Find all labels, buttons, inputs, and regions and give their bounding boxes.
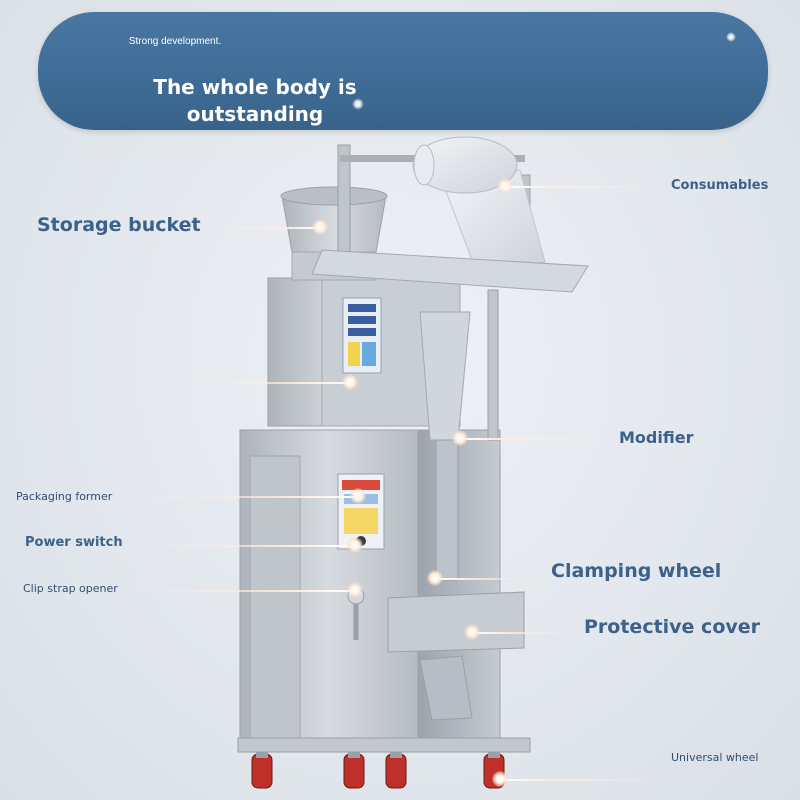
hotspot-icon bbox=[497, 178, 513, 194]
label-clip-strap-opener: Clip strap opener bbox=[23, 582, 118, 595]
leader-line bbox=[130, 545, 355, 547]
hotspot-icon bbox=[492, 771, 508, 787]
wheel-icon bbox=[251, 753, 505, 789]
base-frame bbox=[237, 737, 531, 753]
hotspot-icon bbox=[427, 570, 443, 586]
frame-post bbox=[337, 144, 351, 261]
film-roll bbox=[412, 136, 518, 194]
film-tray bbox=[311, 249, 589, 293]
banner-title: The whole body is outstanding bbox=[153, 75, 357, 126]
hotspot-icon bbox=[350, 488, 366, 504]
discharge-chute bbox=[419, 655, 473, 721]
storage-bucket-rim bbox=[280, 186, 388, 206]
leader-line bbox=[460, 438, 610, 440]
hotspot-icon bbox=[342, 374, 358, 390]
hotspot-icon bbox=[347, 582, 363, 598]
label-packaging-former: Packaging former bbox=[16, 490, 113, 503]
forming-tube bbox=[435, 439, 459, 581]
sparkle-icon bbox=[352, 98, 364, 110]
banner-tagline: Strong development. bbox=[128, 36, 222, 47]
label-consumables: Consumables bbox=[671, 178, 769, 193]
leader-line bbox=[505, 186, 665, 188]
hotspot-icon bbox=[347, 537, 363, 553]
label-clamping-wheel: Clamping wheel bbox=[551, 560, 722, 582]
leader-line bbox=[138, 496, 358, 498]
leader-line bbox=[500, 779, 660, 781]
leader-line bbox=[190, 382, 350, 384]
leader-line bbox=[472, 632, 577, 634]
hotspot-icon bbox=[452, 430, 468, 446]
hotspot-icon bbox=[464, 624, 480, 640]
label-power-switch: Power switch bbox=[25, 535, 123, 550]
sparkle-icon bbox=[726, 32, 736, 42]
label-modifier: Modifier bbox=[619, 428, 694, 447]
cabinet-door bbox=[249, 455, 301, 742]
header-banner: Strong development. The whole body is ou… bbox=[38, 12, 768, 130]
hotspot-icon bbox=[312, 219, 328, 235]
label-protective-cover: Protective cover bbox=[584, 616, 761, 638]
leader-line bbox=[205, 227, 320, 229]
label-storage-bucket: Storage bucket bbox=[37, 214, 201, 236]
leader-line bbox=[130, 590, 355, 592]
frame-post bbox=[487, 289, 499, 441]
leader-line bbox=[435, 578, 545, 580]
label-universal-wheel: Universal wheel bbox=[671, 751, 759, 764]
protective-cover-shape bbox=[387, 591, 525, 653]
